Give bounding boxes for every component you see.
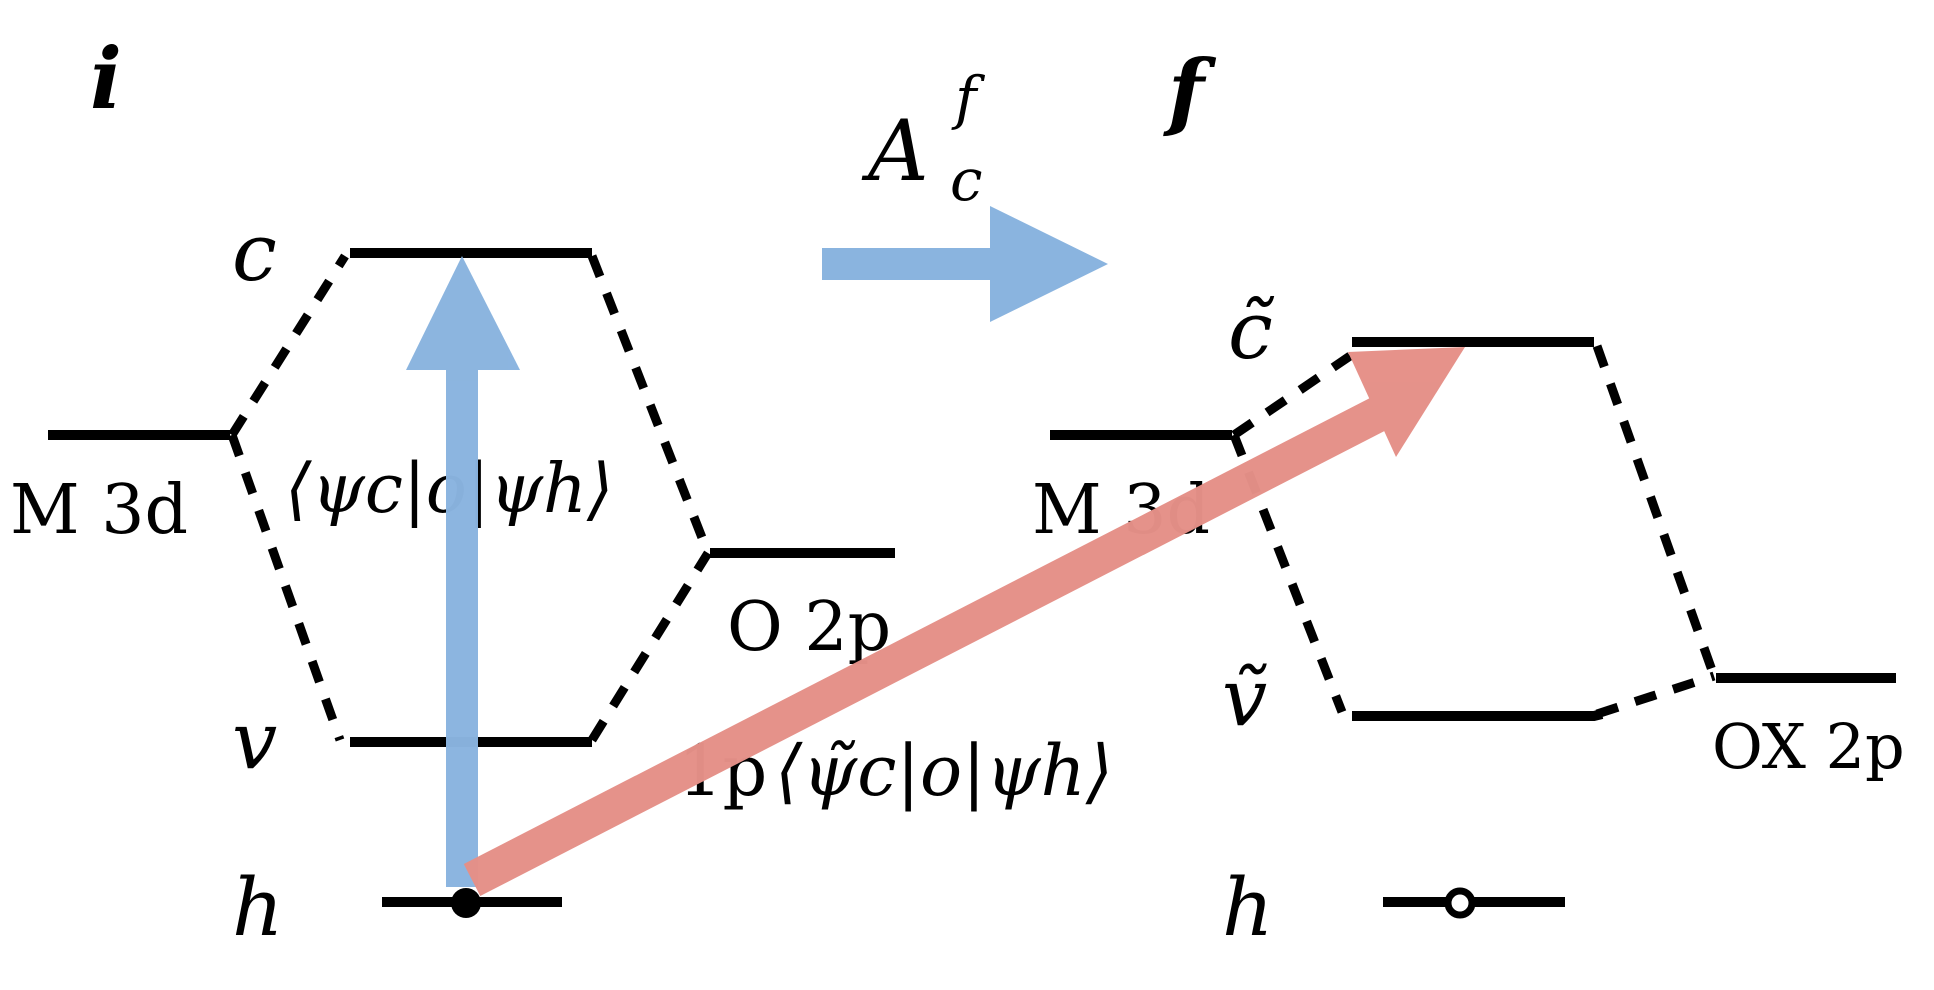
transition-operator: A f c (861, 64, 986, 214)
label-h-final: h (1222, 861, 1274, 954)
label-ox2p-final: OX 2p (1712, 710, 1905, 783)
label-m3d-initial: M 3d (10, 471, 188, 550)
label-h-initial: h (232, 861, 284, 954)
one-particle-arrow (463, 347, 1465, 897)
label-v-initial: v (232, 694, 277, 787)
operator-superscript: f (951, 64, 986, 132)
label-v-final: ṽ (1222, 651, 1267, 744)
one-particle-matrix-element: ⟨ψ̃c|o|ψh⟩ (775, 730, 1113, 812)
operator-symbol: A (861, 102, 929, 200)
panel-label-final: f (1163, 41, 1217, 140)
hybridization-lines-initial (227, 253, 713, 743)
panel-label-initial: i (90, 29, 122, 128)
label-o2p-initial: O 2p (727, 588, 891, 667)
hybridization-lines-final (1229, 344, 1719, 719)
operator-subscript: c (950, 146, 982, 214)
label-c-final: c̃ (1228, 284, 1275, 377)
transition-arrow (822, 206, 1108, 322)
electron-dot (451, 888, 481, 918)
label-c-initial: c (232, 206, 277, 299)
hole-circle (1444, 887, 1476, 919)
level-v-final (1352, 709, 1604, 721)
excitation-arrow (406, 256, 520, 887)
